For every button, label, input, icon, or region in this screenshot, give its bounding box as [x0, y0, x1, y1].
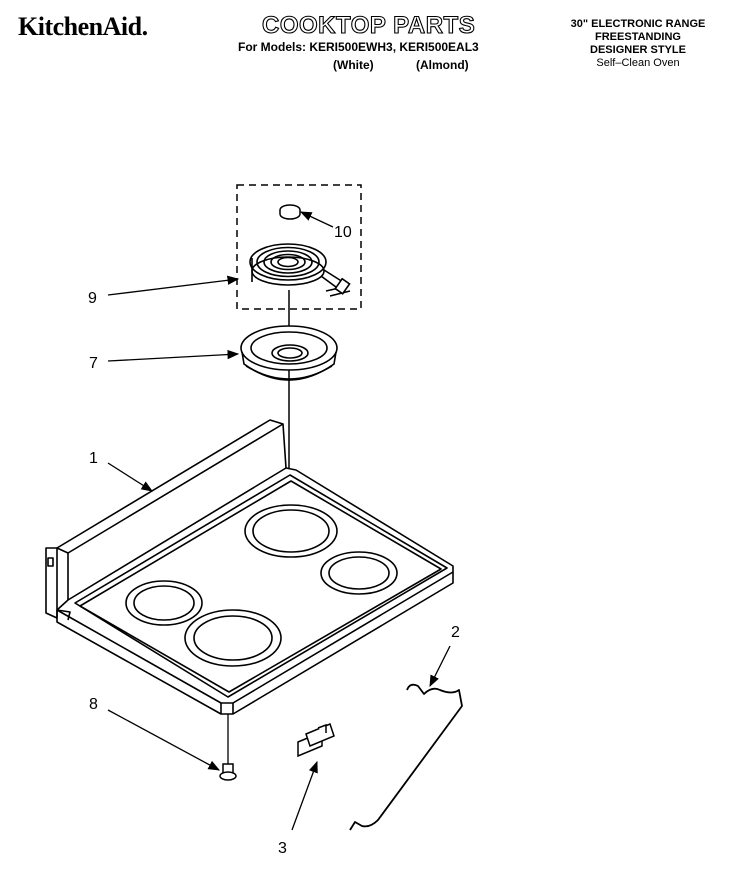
part-3-clip — [297, 722, 335, 758]
leader-7 — [107, 349, 240, 362]
leader-8 — [107, 709, 221, 771]
part-8-screw — [219, 763, 237, 781]
callout-7: 7 — [89, 355, 98, 372]
callout-8: 8 — [89, 696, 98, 713]
callout-1: 1 — [89, 450, 98, 467]
leader-10 — [299, 211, 334, 228]
part-7-drip-bowl — [240, 325, 338, 381]
product-description: 30" ELECTRONIC RANGE FREESTANDING DESIGN… — [558, 18, 718, 70]
leader-9 — [107, 275, 240, 296]
variant-almond: (Almond) — [416, 58, 469, 72]
part-9-surface-element — [249, 243, 351, 297]
callout-2: 2 — [451, 624, 460, 641]
part-1-cooktop — [45, 419, 454, 715]
callout-3: 3 — [278, 840, 287, 857]
product-line-4: Self–Clean Oven — [596, 57, 680, 69]
part-10-cap — [279, 204, 301, 220]
page-title: COOKTOP PARTS — [261, 11, 476, 39]
product-line-3: DESIGNER STYLE — [590, 44, 686, 56]
part-2-wire-brace — [349, 683, 463, 831]
product-line-1: 30" ELECTRONIC RANGE — [570, 18, 706, 30]
callout-9: 9 — [88, 290, 97, 307]
element-group-box — [236, 184, 362, 310]
leader-2 — [429, 645, 451, 688]
brand-logo: KitchenAid. — [18, 12, 148, 41]
callout-10: 10 — [334, 224, 352, 241]
leader-1 — [107, 462, 153, 492]
leader-3 — [291, 760, 318, 831]
model-numbers: For Models: KERI500EWH3, KERI500EAL3 — [238, 40, 479, 54]
variant-white: (White) — [333, 58, 374, 72]
product-line-2: FREESTANDING — [595, 31, 681, 43]
